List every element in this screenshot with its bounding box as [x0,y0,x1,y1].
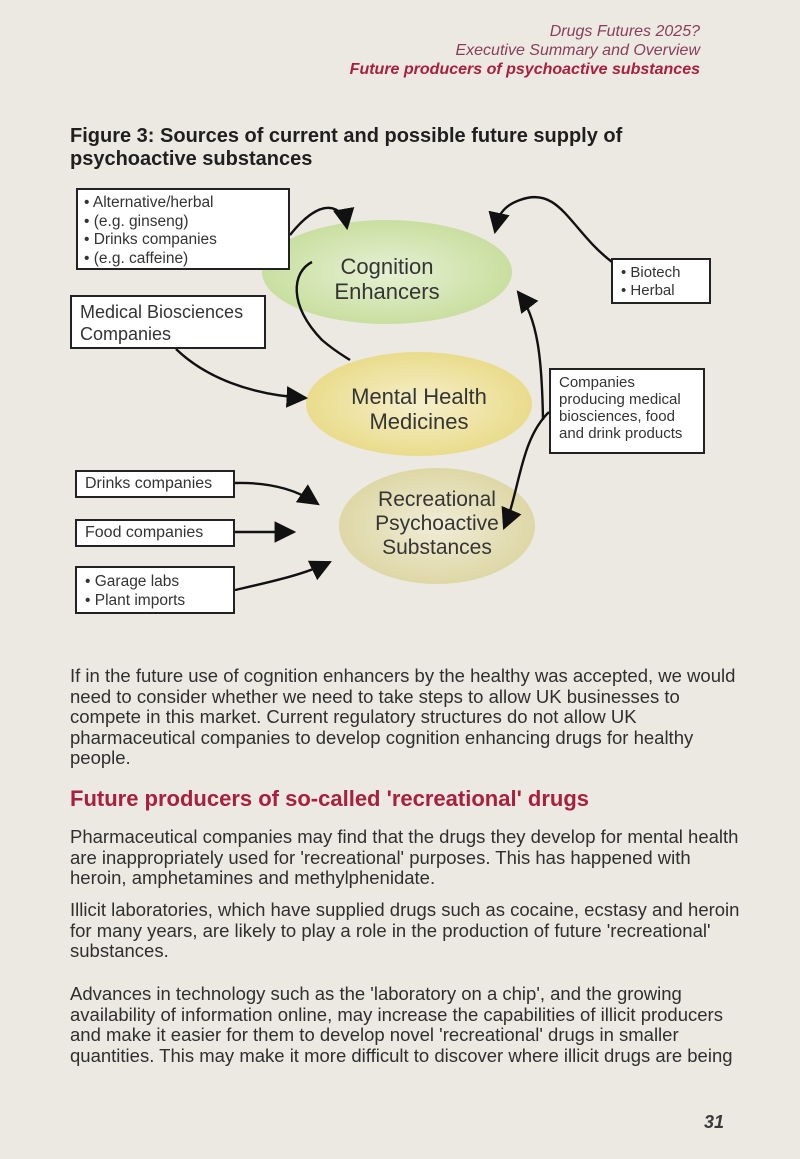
herbal-line: • Alternative/herbal [84,194,214,211]
companies-line: producing medical [559,391,681,408]
herbal-drinks-box: • Alternative/herbal • (e.g. ginseng) • … [76,188,290,270]
ellipse-line: Medicines [369,409,469,434]
page-header: Drugs Futures 2025? Executive Summary an… [350,22,700,79]
header-chapter: Future producers of psychoactive substan… [349,61,700,78]
companies-line: Companies [559,374,635,391]
arrow-drinks-to-recreational [234,481,320,506]
medbio-line: Medical Biosciences [80,302,244,322]
ellipse-line: Substances [382,536,492,559]
page-number: 31 [704,1112,725,1132]
cognition-enhancers-label: Cognition Enhancers [312,254,462,304]
body-paragraph: Advances in technology such as the 'labo… [70,983,733,1066]
arrow-companies-to-cognition [516,290,545,421]
figure-title: Figure 3: Sources of current and possibl… [70,125,623,170]
supply-diagram: • Alternative/herbal • (e.g. ginseng) • … [70,188,711,614]
recreational-substances-label: Recreational Psychoactive Substances [352,488,522,560]
companies-line: and drink products [559,425,683,442]
body-paragraph: Pharmaceutical companies may find that t… [70,826,739,888]
medical-biosciences-box: Medical Biosciences Companies [70,295,266,349]
herbal-line: • (e.g. ginseng) [84,212,189,230]
drinks-companies-box: Drinks companies [75,470,235,498]
mental-health-label: Mental Health Medicines [322,384,516,434]
biotech-herbal-box: • Biotech • Herbal [611,258,711,304]
arrow-biotech-to-cognition [488,195,613,263]
companies-producing-box: Companies producing medical biosciences,… [549,368,705,454]
garage-labs-box: • Garage labs • Plant imports [75,566,235,614]
cognition-glow [262,220,512,324]
food-companies-box: Food companies [75,519,235,547]
companies-line: biosciences, food [559,408,675,425]
biotech-line: • Biotech [621,264,681,281]
header-section: Executive Summary and Overview [455,42,700,59]
arrow-cognition-from-medbio [295,260,351,361]
garage-line: • Garage labs [85,573,180,590]
recreational-glow [339,468,535,584]
arrow-companies-to-recreational [501,411,550,530]
ellipse-line: Mental Health [351,384,487,409]
herbal-line: • Drinks companies [84,231,217,248]
diagram-shapes [175,195,613,592]
garage-line: • Plant imports [85,592,186,609]
mental-health-glow [306,352,532,456]
medbio-line: Companies [80,324,172,344]
header-publication: Drugs Futures 2025? [549,23,700,40]
arrow-herbal-to-cognition [289,206,355,236]
arrow-medbio-to-mental [175,348,309,408]
body-paragraph: If in the future use of cognition enhanc… [70,665,736,768]
herbal-line: • (e.g. caffeine) [84,249,189,267]
biotech-line: • Herbal [621,282,675,299]
ellipse-line: Enhancers [334,279,440,304]
ellipse-line: Psychoactive [375,512,499,535]
ellipse-line: Recreational [378,488,496,511]
ellipse-line: Cognition [340,254,434,279]
body-paragraph: Illicit laboratories, which have supplie… [70,899,740,961]
arrow-garage-to-recreational [234,560,332,592]
section-heading: Future producers of so-called 'recreatio… [70,786,590,811]
